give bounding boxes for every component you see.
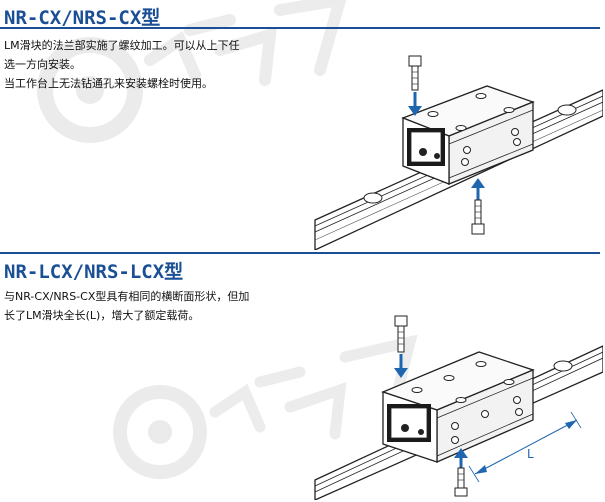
section-description: LM滑块的法兰部实施了螺纹加工。可以从上下任 选一方向安装。 当工作台上无法钻通… xyxy=(4,36,240,93)
bolt-icon xyxy=(408,55,422,91)
arrow-down-icon xyxy=(394,354,408,378)
arrow-up-icon xyxy=(454,448,468,468)
description-line: 选一方向安装。 xyxy=(4,58,81,71)
section-title: NR-LCX/NRS-LCX型 xyxy=(4,261,184,283)
description-line: 与NR-CX/NRS-CX型具有相同的横断面形状，但加 xyxy=(4,290,250,303)
title-underline xyxy=(0,27,600,29)
lm-guide-long-illustration: L xyxy=(314,315,603,500)
description-line: 当工作台上无法钻通孔来安装螺栓时使用。 xyxy=(4,77,213,90)
section-top-rule xyxy=(0,252,600,254)
section-nr-cx: NR-CX/NRS-CX型 LM滑块的法兰部实施了螺纹加工。可以从上下任 选一方… xyxy=(0,0,605,250)
bolt-icon xyxy=(394,315,408,353)
section-nr-lcx: NR-LCX/NRS-LCX型 与NR-CX/NRS-CX型具有相同的横断面形状… xyxy=(0,252,605,500)
dimension-label: L xyxy=(527,447,534,461)
description-line: LM滑块的法兰部实施了螺纹加工。可以从上下任 xyxy=(4,39,240,52)
bolt-icon xyxy=(471,199,485,235)
arrow-up-icon xyxy=(471,178,485,200)
lm-block-long xyxy=(381,351,535,463)
length-dimension: L xyxy=(468,411,582,483)
arrow-down-icon xyxy=(408,92,422,116)
section-description: 与NR-CX/NRS-CX型具有相同的横断面形状，但加 长了LM滑块全长(L)，… xyxy=(4,287,249,325)
bolt-icon xyxy=(454,467,468,497)
section-title: NR-CX/NRS-CX型 xyxy=(4,7,161,29)
lm-block xyxy=(401,85,535,185)
description-line: 长了LM滑块全长(L)，增大了额定载荷。 xyxy=(4,309,200,322)
lm-guide-illustration xyxy=(314,55,603,250)
